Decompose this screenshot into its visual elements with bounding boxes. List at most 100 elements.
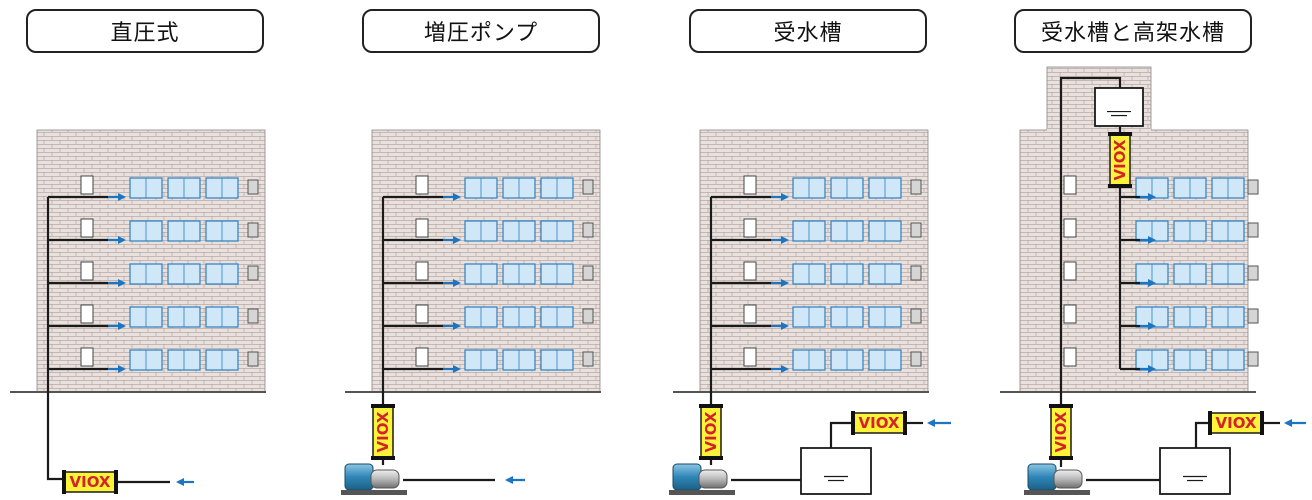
viox-device-inlet-label: VIOX [1216, 414, 1257, 432]
balcony-unit [247, 351, 259, 367]
building-wall [371, 129, 601, 393]
booster-pump-motor [1027, 463, 1057, 491]
booster-pump-motor [672, 463, 702, 491]
balcony-unit [582, 265, 594, 281]
title-booster-pump: 増圧ポンプ [362, 9, 600, 53]
door-window [743, 347, 757, 367]
elevated-tank [1094, 87, 1144, 127]
balcony-unit [910, 308, 922, 324]
viox-device-cap-top [699, 404, 723, 408]
building-wall [699, 129, 929, 393]
door-window [415, 175, 429, 195]
receiving-tank-outline [1159, 447, 1231, 495]
viox-device-cap-right [114, 470, 118, 494]
viox-device: VIOX [1049, 404, 1073, 460]
receiving-tank [1159, 447, 1231, 495]
door-window [1063, 218, 1077, 238]
booster-pump [1024, 463, 1090, 495]
viox-device-cap-bottom [371, 456, 395, 460]
door-window [1063, 261, 1077, 281]
balcony-unit [1247, 265, 1259, 281]
viox-device-inlet: VIOX [851, 411, 907, 435]
title-direct-pressure: 直圧式 [26, 9, 264, 53]
door-window [743, 261, 757, 281]
riser-to-elevated-tank [1059, 76, 1122, 467]
title-receiving-tank: 受水槽 [689, 9, 927, 53]
door-window [80, 347, 94, 367]
viox-device-inlet-cap-left [851, 411, 855, 435]
booster-pump-housing [370, 469, 400, 489]
viox-device-elevated-cap-bottom [1108, 184, 1132, 188]
balcony-unit [247, 179, 259, 195]
viox-device-cap-bottom [1049, 456, 1073, 460]
door-window [1063, 175, 1077, 195]
viox-device: VIOX [699, 404, 723, 460]
balcony-unit [910, 265, 922, 281]
panel-direct-pressure: VIOX [10, 129, 266, 494]
balcony-unit [582, 351, 594, 367]
title-receiving-tank-label: 受水槽 [773, 21, 843, 46]
viox-device: VIOX [62, 470, 118, 494]
viox-device-inlet: VIOX [1208, 411, 1264, 435]
viox-device-inlet-cap-right [903, 411, 907, 435]
viox-device-cap-top [1049, 404, 1073, 408]
balcony-unit [247, 308, 259, 324]
door-window [80, 261, 94, 281]
balcony-unit [247, 222, 259, 238]
viox-device-cap-left [62, 470, 66, 494]
building-tower-join [1047, 128, 1151, 148]
door-window [1063, 347, 1077, 367]
booster-pump-housing [698, 469, 728, 489]
receiving-tank [800, 447, 872, 495]
viox-device-label: VIOX [1052, 411, 1070, 452]
booster-pump-base [341, 490, 407, 495]
balcony-unit [1247, 179, 1259, 195]
door-window [743, 218, 757, 238]
viox-device-label: VIOX [70, 473, 111, 491]
viox-device-elevated-cap-top [1108, 132, 1132, 136]
balcony-unit [1247, 308, 1259, 324]
balcony-unit [910, 222, 922, 238]
title-direct-pressure-label: 直圧式 [110, 21, 180, 46]
door-window [415, 304, 429, 324]
viox-device-inlet-cap-right [1260, 411, 1264, 435]
viox-device: VIOX [371, 404, 395, 460]
balcony-unit [582, 179, 594, 195]
door-window [415, 347, 429, 367]
building-wall [1019, 129, 1249, 393]
door-window [743, 175, 757, 195]
balcony-unit [1247, 351, 1259, 367]
panel-booster-pump: VIOX [341, 129, 601, 495]
door-window [80, 304, 94, 324]
title-booster-pump-label: 増圧ポンプ [423, 21, 539, 46]
balcony-unit [910, 351, 922, 367]
riser-pipe [46, 197, 65, 481]
door-window [80, 175, 94, 195]
viox-device-elevated-label: VIOX [1111, 139, 1129, 180]
door-window [415, 218, 429, 238]
balcony-unit [247, 265, 259, 281]
elevated-tank-outline [1094, 87, 1144, 127]
door-window [1063, 304, 1077, 324]
title-tank-and-elevated-tank-label: 受水槽と高架水槽 [1040, 21, 1225, 46]
door-window [743, 304, 757, 324]
tank-inlet-pipe [1194, 421, 1210, 448]
balcony-unit [1247, 222, 1259, 238]
booster-pump-base [1024, 490, 1090, 495]
booster-pump [669, 463, 735, 495]
viox-device-label: VIOX [374, 411, 392, 452]
panel-tank-and-elevated-tank: VIOX VIOX VIOX [1000, 66, 1306, 495]
viox-device-inlet-cap-left [1208, 411, 1212, 435]
balcony-unit [582, 222, 594, 238]
booster-pump-motor [344, 463, 374, 491]
door-window [415, 261, 429, 281]
balcony-unit [910, 179, 922, 195]
viox-device-elevated: VIOX [1108, 132, 1132, 188]
building-wall [36, 129, 266, 393]
viox-device-label: VIOX [702, 411, 720, 452]
receiving-tank-outline [800, 447, 872, 495]
title-tank-and-elevated-tank: 受水槽と高架水槽 [1014, 9, 1252, 53]
booster-pump-housing [1053, 469, 1083, 489]
tank-inlet-pipe [829, 421, 853, 448]
